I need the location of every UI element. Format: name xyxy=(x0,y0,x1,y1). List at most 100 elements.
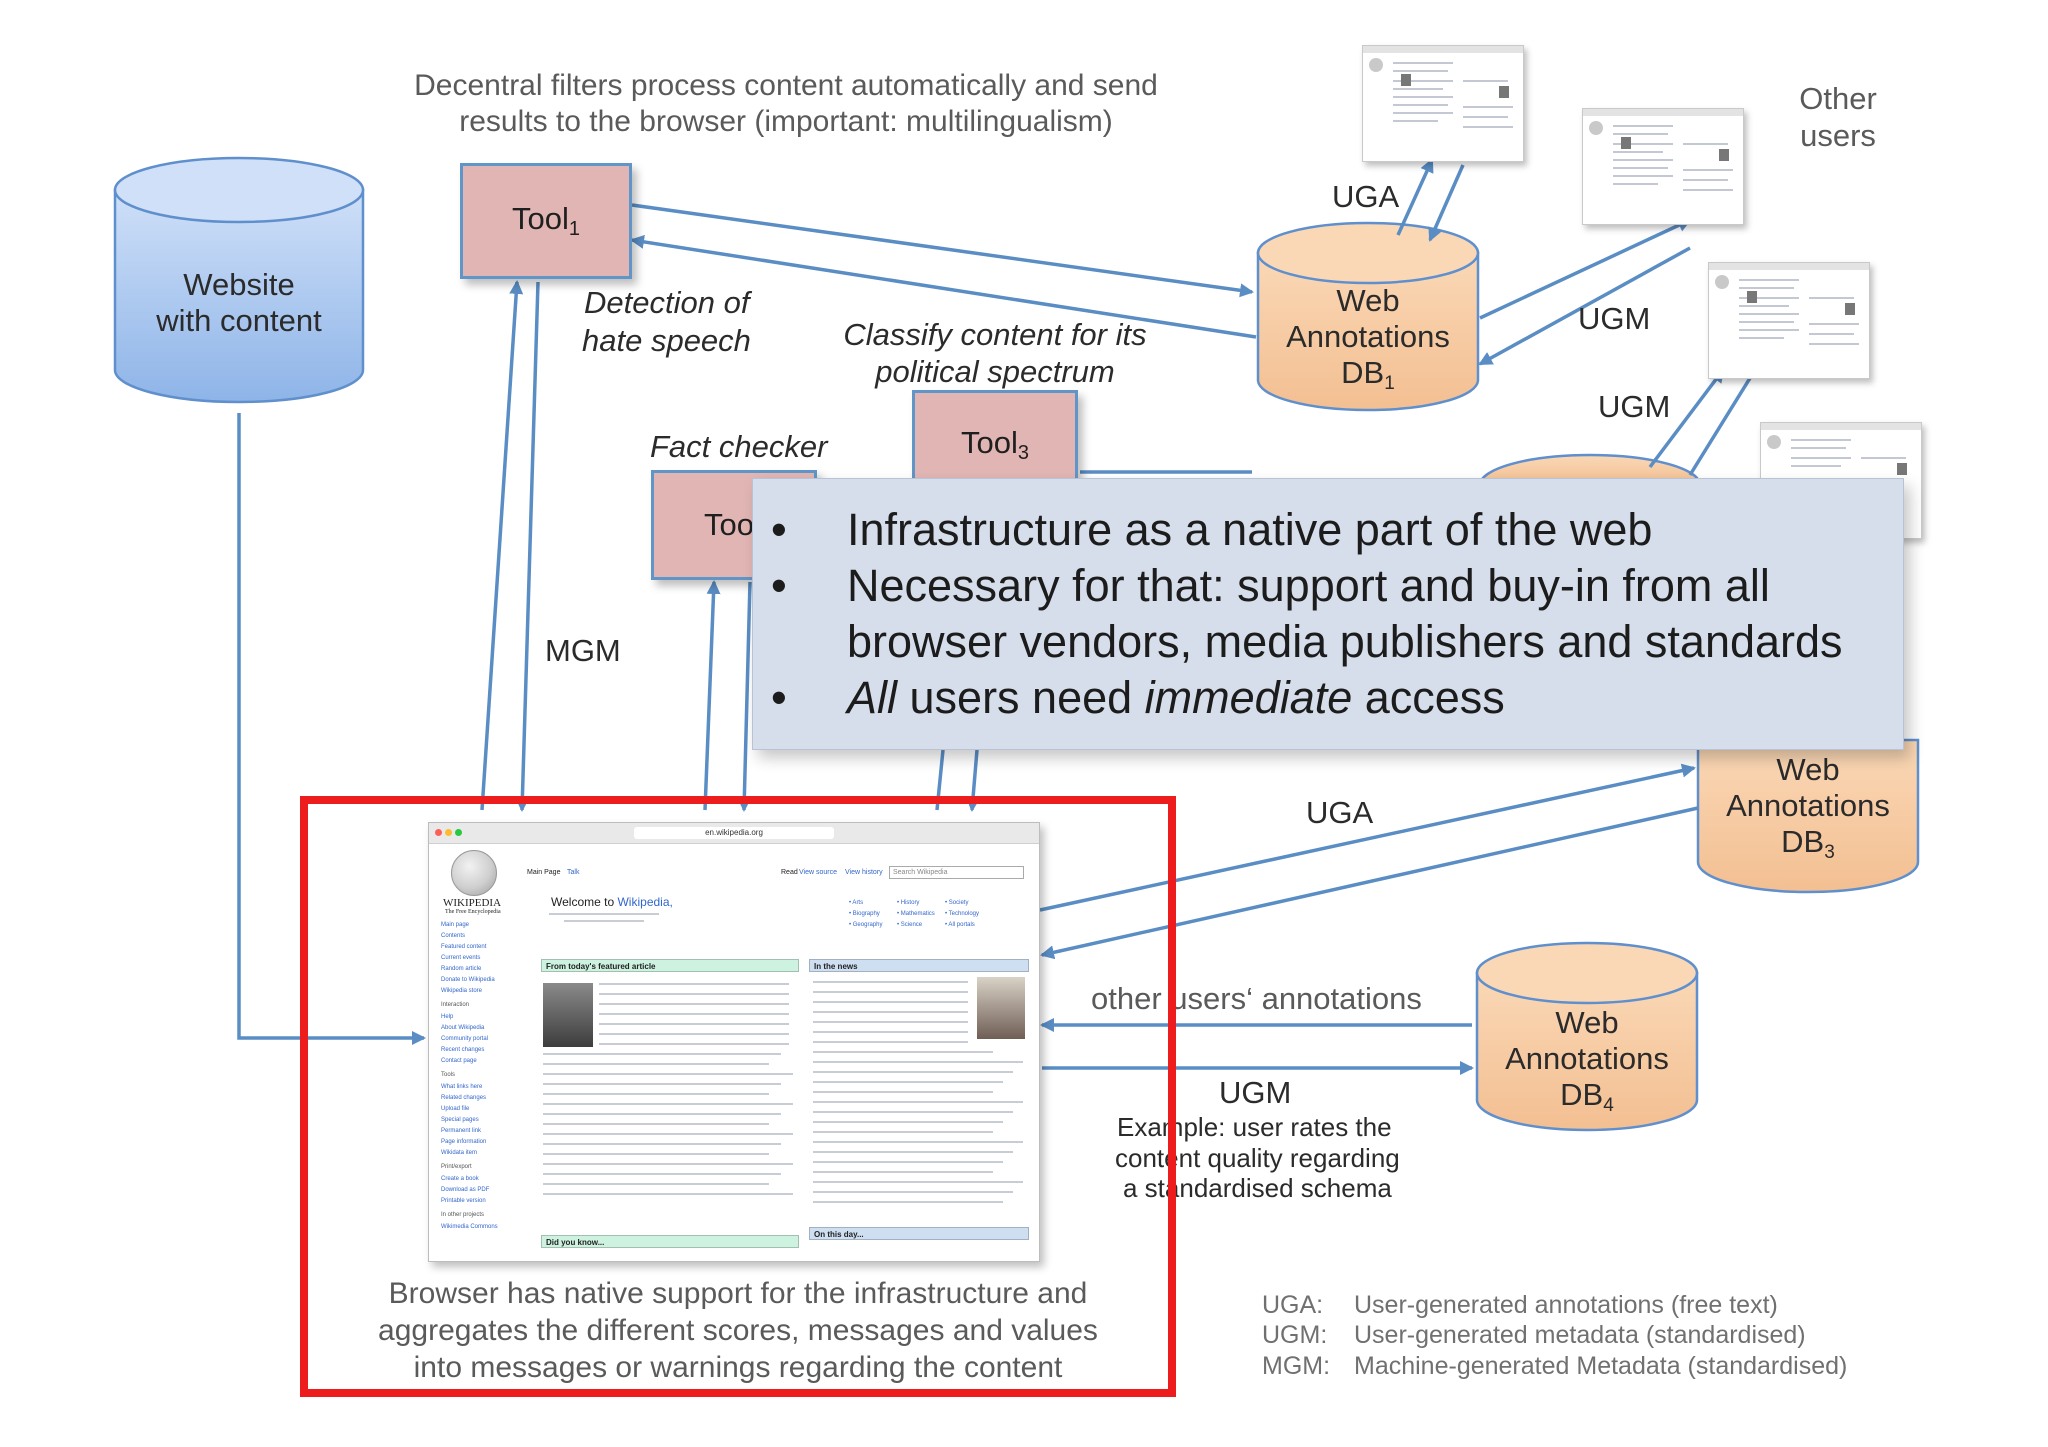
browser-caption-line-1: Browser has native support for the infra… xyxy=(388,1277,1088,1310)
address-bar: en.wikipedia.org xyxy=(634,827,834,839)
text-line xyxy=(813,981,968,983)
text-line xyxy=(813,1041,968,1043)
wiki-sidebar-link: Wikimedia Commons xyxy=(441,1224,498,1230)
wiki-sidebar-link: Interaction xyxy=(441,1002,470,1008)
legend-abbr-mgm: MGM: xyxy=(1262,1352,1331,1380)
label-mgm: MGM xyxy=(545,633,621,668)
db3-label-line-3: DB3 xyxy=(1781,824,1835,863)
wiki-sidebar-link: Current events xyxy=(441,955,481,961)
tool3-caption-line-2: political spectrum xyxy=(875,354,1115,389)
text-line xyxy=(813,1081,1003,1083)
legend-desc-mgm: Machine-generated Metadata (standardised… xyxy=(1354,1352,1848,1380)
zoom-dot-icon xyxy=(455,829,462,836)
user-page-thumbnail-2 xyxy=(1582,108,1744,225)
text-line xyxy=(813,1171,993,1173)
db4-label-line-2: Annotations xyxy=(1505,1041,1669,1076)
wiki-sidebar-link: Page information xyxy=(441,1139,487,1145)
text-line xyxy=(599,993,789,995)
text-line xyxy=(543,1063,769,1065)
text-line xyxy=(813,1111,1013,1113)
text-line xyxy=(813,1141,1023,1143)
wiki-sidebar-link: Download as PDF xyxy=(441,1187,490,1193)
wiki-sidebar-link: Random article xyxy=(441,966,482,972)
wiki-tab-talk: Talk xyxy=(567,869,580,876)
text-line xyxy=(813,991,968,993)
wiki-sidebar-link: In other projects xyxy=(441,1212,485,1218)
tool2-label: Too xyxy=(704,507,754,542)
wiki-sidebar-link: Upload file xyxy=(441,1106,470,1112)
close-dot-icon xyxy=(435,829,442,836)
wiki-dyk-header: Did you know... xyxy=(541,1235,799,1248)
text-line xyxy=(543,1183,769,1185)
wiki-sidebar-link: What links here xyxy=(441,1084,483,1090)
wiki-sidebar-link: Community portal xyxy=(441,1036,489,1042)
legend-desc-ugm: User-generated metadata (standardised) xyxy=(1354,1321,1806,1349)
wiki-news-header: In the news xyxy=(809,959,1029,972)
wiki-logo-title: WIKIPEDIA xyxy=(443,897,502,909)
tool3-label: Tool3 xyxy=(961,425,1029,464)
wiki-portal-link: • Arts xyxy=(849,900,864,906)
example-line-2: content quality regarding xyxy=(1115,1143,1400,1173)
wiki-search-input: Search Wikipedia xyxy=(889,866,1024,879)
text-line xyxy=(813,1061,1023,1063)
text-line xyxy=(599,1033,789,1035)
user-page-thumbnail-3 xyxy=(1708,262,1870,379)
text-line xyxy=(543,1163,793,1165)
browser-window: en.wikipedia.org WIKIPEDIA The Free Ency… xyxy=(428,822,1040,1262)
wiki-sidebar-link: Contents xyxy=(441,933,466,939)
wiki-portal-link: • Geography xyxy=(849,922,883,928)
text-line xyxy=(813,1051,993,1053)
text-line xyxy=(813,1091,993,1093)
db4-label-line-3: DB4 xyxy=(1560,1077,1614,1116)
wiki-sidebar-link: Printable version xyxy=(441,1198,486,1204)
text-line xyxy=(813,1191,1013,1193)
text-line xyxy=(543,1173,781,1175)
text-line xyxy=(813,1151,1013,1153)
legend-abbr-ugm: UGM: xyxy=(1262,1321,1328,1349)
label-ugm-bottom: UGM xyxy=(1219,1075,1292,1110)
text-line xyxy=(813,1121,1003,1123)
text-line xyxy=(599,1043,789,1045)
website-cylinder xyxy=(113,156,365,404)
wiki-sidebar-link: Tools xyxy=(441,1072,456,1078)
tool3-caption-line-1: Classify content for its xyxy=(843,317,1147,352)
browser-caption-line-3: into messages or warnings regarding the … xyxy=(413,1351,1063,1384)
wiki-sidebar-link: Help xyxy=(441,1014,454,1020)
header-line-1: Decentral filters process content automa… xyxy=(414,69,1158,102)
wiki-sidebar-link: Wikidata item xyxy=(441,1150,478,1156)
wiki-portal-link: • All portals xyxy=(945,922,975,928)
wiki-featured-header: From today's featured article xyxy=(541,959,799,972)
wiki-sidebar-link: About Wikipedia xyxy=(441,1025,485,1031)
browser-toolbar: en.wikipedia.org xyxy=(429,823,1039,844)
text-line xyxy=(543,1113,781,1115)
db4-label-line-1: Web xyxy=(1555,1005,1619,1040)
label-ugm-1: UGM xyxy=(1578,301,1651,336)
legend-abbr-uga: UGA: xyxy=(1262,1291,1324,1319)
wiki-onthisday-header: On this day... xyxy=(809,1227,1029,1240)
text-line xyxy=(543,1133,793,1135)
db3-cylinder xyxy=(1696,738,1920,894)
example-line-1: Example: user rates the xyxy=(1117,1112,1392,1142)
text-line xyxy=(543,1073,793,1075)
db2-cylinder-top xyxy=(1478,453,1702,486)
browser-caption-line-2: aggregates the different scores, message… xyxy=(378,1314,1098,1347)
wiki-news-photo xyxy=(977,977,1025,1039)
text-line xyxy=(599,1023,789,1025)
minimize-dot-icon xyxy=(445,829,452,836)
wiki-sidebar-link: Create a book xyxy=(441,1176,479,1182)
text-line xyxy=(813,1161,1003,1163)
db1-label-line-2: Annotations xyxy=(1286,319,1450,354)
wiki-welcome: Welcome to Wikipedia, xyxy=(551,895,673,909)
wiki-portal-link: • Technology xyxy=(945,911,980,917)
wiki-portal-link: • Society xyxy=(945,900,969,906)
arrows xyxy=(237,158,1757,1075)
wiki-sidebar-link: Print/export xyxy=(441,1164,472,1170)
db1-label-line-3: DB1 xyxy=(1341,355,1395,394)
wiki-logo-subtitle: The Free Encyclopedia xyxy=(445,909,501,915)
db3-label-line-1: Web xyxy=(1776,752,1840,787)
wiki-portal-link: • History xyxy=(897,900,920,906)
text-line xyxy=(813,1001,968,1003)
text-line xyxy=(813,1031,968,1033)
text-line xyxy=(599,1013,789,1015)
